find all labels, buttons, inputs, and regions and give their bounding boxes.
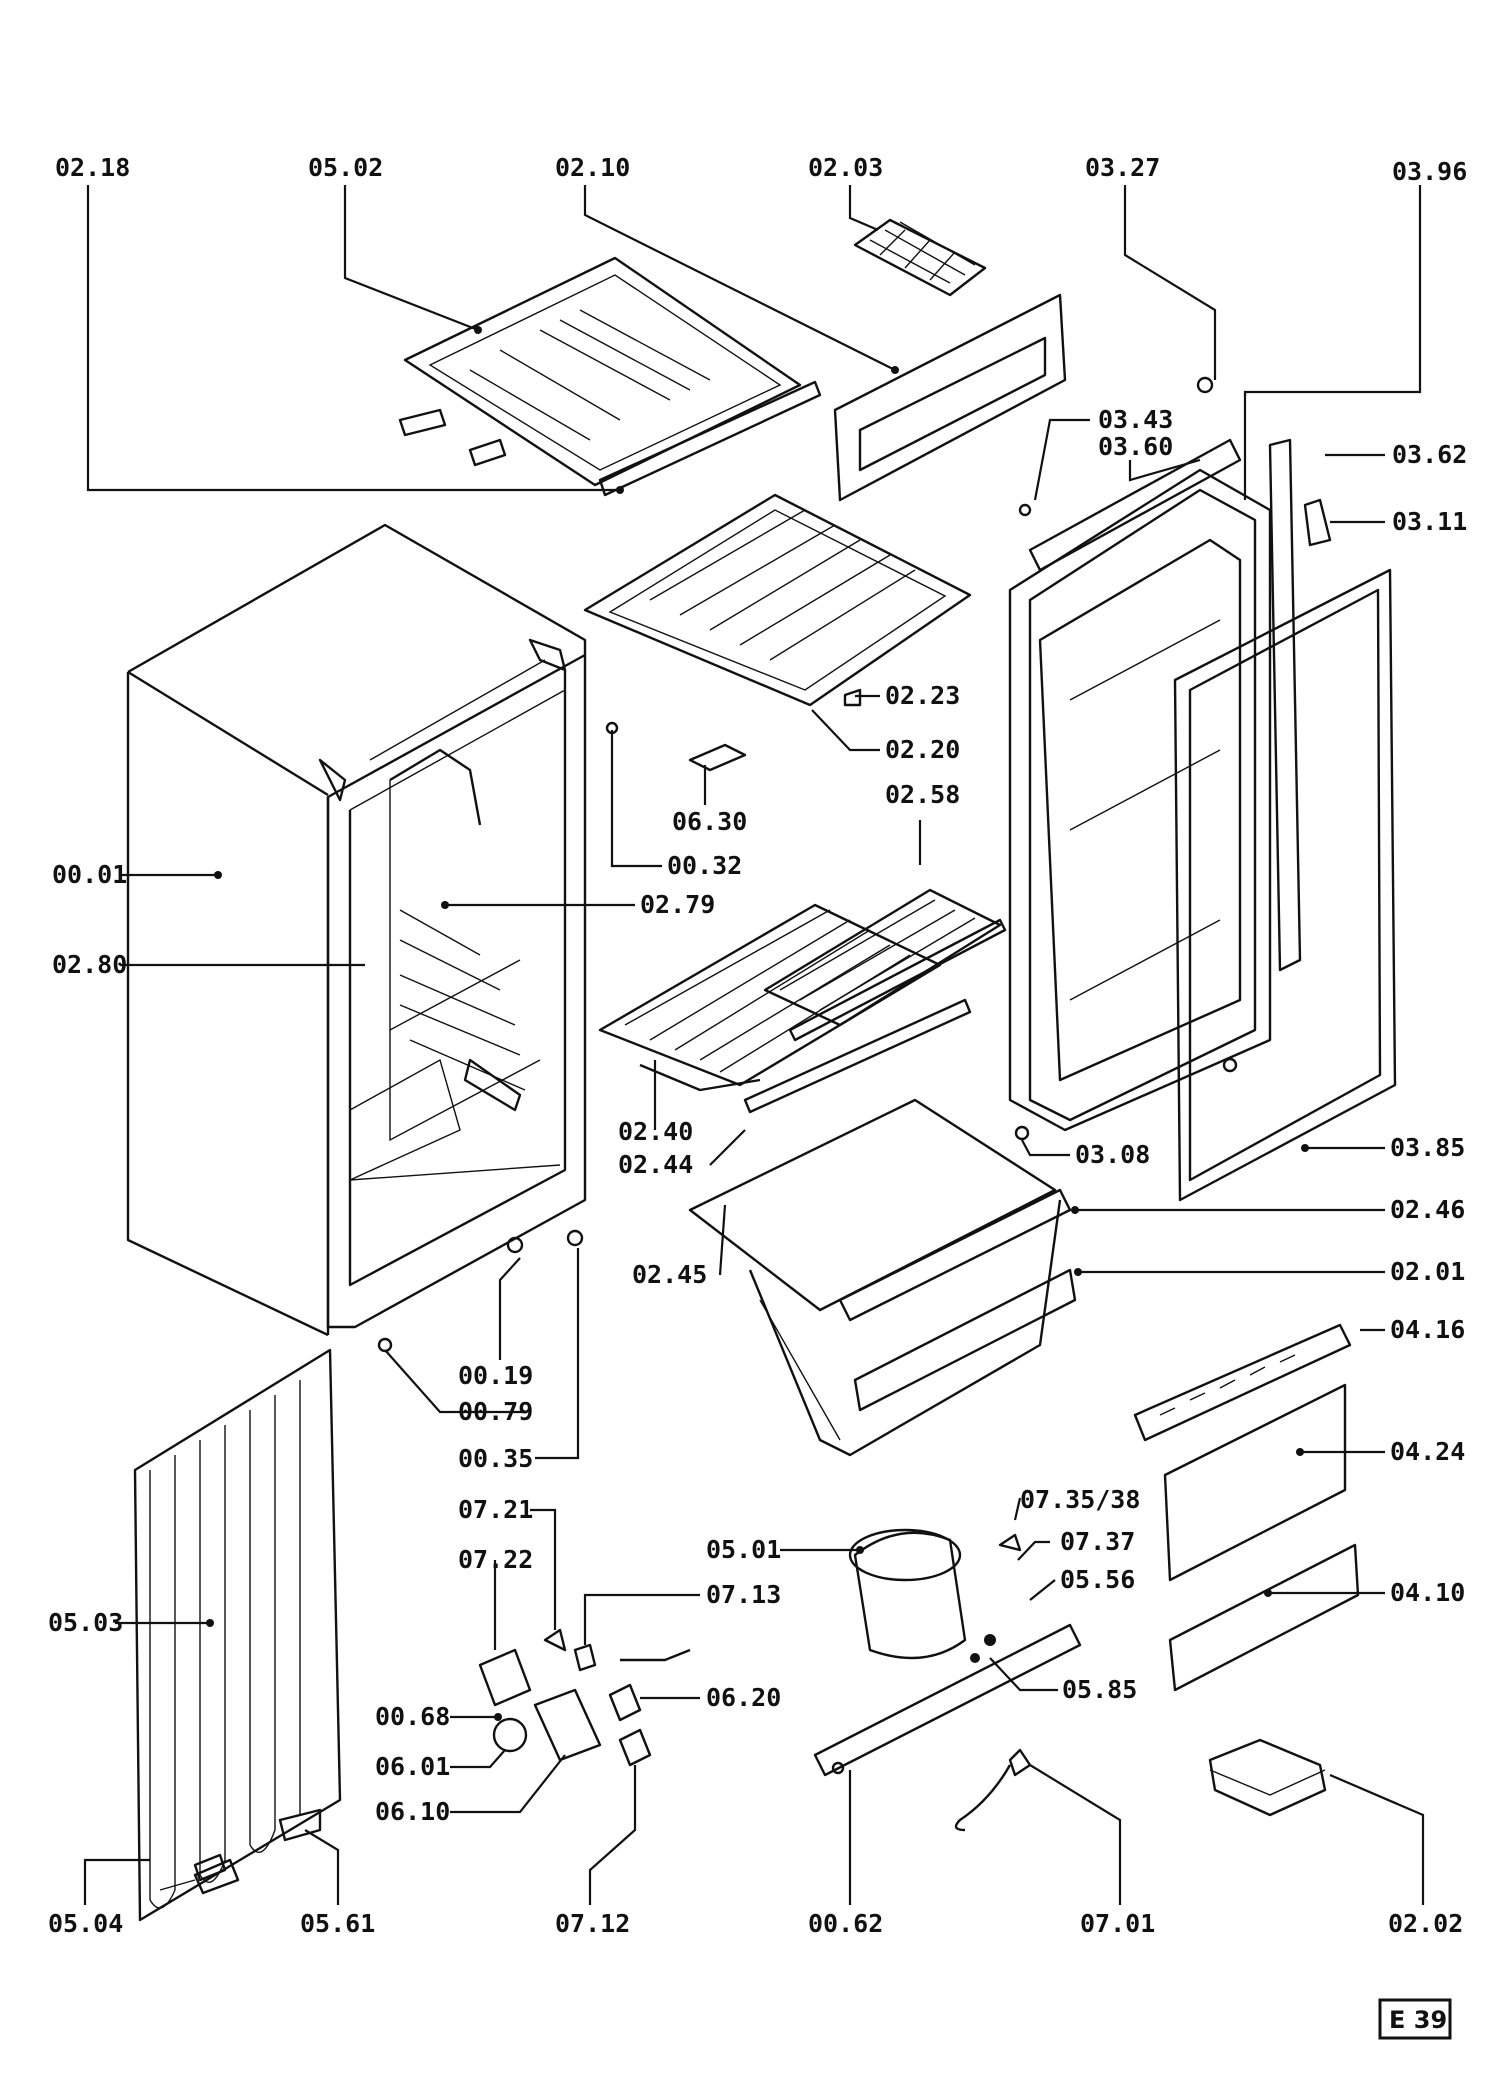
label-02-23: 02.23 — [885, 681, 960, 710]
label-00-19: 00.19 — [458, 1361, 533, 1390]
label-04-24: 04.24 — [1390, 1437, 1465, 1466]
label-03-43: 03.43 — [1098, 405, 1173, 434]
door-gasket-part — [1173, 568, 1397, 1202]
label-06-30: 06.30 — [672, 807, 747, 836]
label-06-20: 06.20 — [706, 1683, 781, 1712]
label-05-85: 05.85 — [1062, 1675, 1137, 1704]
leader-dots — [206, 326, 1309, 1721]
label-06-01: 06.01 — [375, 1752, 450, 1781]
part-labels: 02.18 05.02 02.10 02.03 03.27 03.96 03.4… — [48, 153, 1467, 1938]
label-05-02: 05.02 — [308, 153, 383, 182]
label-02-01: 02.01 — [1390, 1257, 1465, 1286]
compressor-part — [813, 1528, 1082, 1777]
label-00-79: 00.79 — [458, 1397, 533, 1426]
cabinet-part — [126, 523, 587, 1337]
label-02-46: 02.46 — [1390, 1195, 1465, 1224]
drip-tray-part — [583, 493, 972, 707]
condenser-part — [133, 1348, 342, 1922]
misc-parts — [954, 1738, 1327, 1832]
label-07-37: 07.37 — [1060, 1527, 1135, 1556]
label-07-21: 07.21 — [458, 1495, 533, 1524]
label-02-79: 02.79 — [640, 890, 715, 919]
label-07-35-38: 07.35/38 — [1020, 1485, 1140, 1514]
label-03-85: 03.85 — [1390, 1133, 1465, 1162]
label-02-02: 02.02 — [1388, 1909, 1463, 1938]
label-03-62: 03.62 — [1392, 440, 1467, 469]
dryer-part — [159, 1858, 240, 1895]
label-02-58: 02.58 — [885, 780, 960, 809]
label-07-13: 07.13 — [706, 1580, 781, 1609]
label-04-10: 04.10 — [1390, 1578, 1465, 1607]
evaporator-plate-part — [398, 256, 822, 497]
door-bins-part — [1133, 1323, 1360, 1692]
door-part — [1008, 438, 1332, 1132]
control-parts — [478, 1628, 691, 1767]
label-00-32: 00.32 — [667, 851, 742, 880]
label-07-12: 07.12 — [555, 1909, 630, 1938]
label-02-18: 02.18 — [55, 153, 130, 182]
label-06-10: 06.10 — [375, 1797, 450, 1826]
wire-shelves-part — [598, 743, 1007, 1114]
leader-lines — [83, 185, 1425, 1905]
label-02-03: 02.03 — [808, 153, 883, 182]
page-code-badge: E 39 — [1378, 1998, 1452, 2040]
label-03-08: 03.08 — [1075, 1140, 1150, 1169]
label-07-22: 07.22 — [458, 1545, 533, 1574]
label-03-60: 03.60 — [1098, 432, 1173, 461]
label-05-01: 05.01 — [706, 1535, 781, 1564]
freezer-flap-part — [833, 293, 1067, 502]
label-05-61: 05.61 — [300, 1909, 375, 1938]
label-04-16: 04.16 — [1390, 1315, 1465, 1344]
label-05-04: 05.04 — [48, 1909, 123, 1938]
label-02-80: 02.80 — [52, 950, 127, 979]
ice-tray-part — [853, 218, 987, 297]
label-07-01: 07.01 — [1080, 1909, 1155, 1938]
label-02-10: 02.10 — [555, 153, 630, 182]
label-00-68: 00.68 — [375, 1702, 450, 1731]
label-05-03: 05.03 — [48, 1608, 123, 1637]
label-02-45: 02.45 — [632, 1260, 707, 1289]
label-05-56: 05.56 — [1060, 1565, 1135, 1594]
label-00-62: 00.62 — [808, 1909, 883, 1938]
label-02-44: 02.44 — [618, 1150, 693, 1179]
label-02-40: 02.40 — [618, 1117, 693, 1146]
label-03-11: 03.11 — [1392, 507, 1467, 536]
label-03-96: 03.96 — [1392, 157, 1467, 186]
label-00-35: 00.35 — [458, 1444, 533, 1473]
label-02-20: 02.20 — [885, 735, 960, 764]
label-03-27: 03.27 — [1085, 153, 1160, 182]
crisper-drawer-part — [688, 1098, 1077, 1457]
label-00-01: 00.01 — [52, 860, 127, 889]
page-code: E 39 — [1389, 2006, 1447, 2034]
